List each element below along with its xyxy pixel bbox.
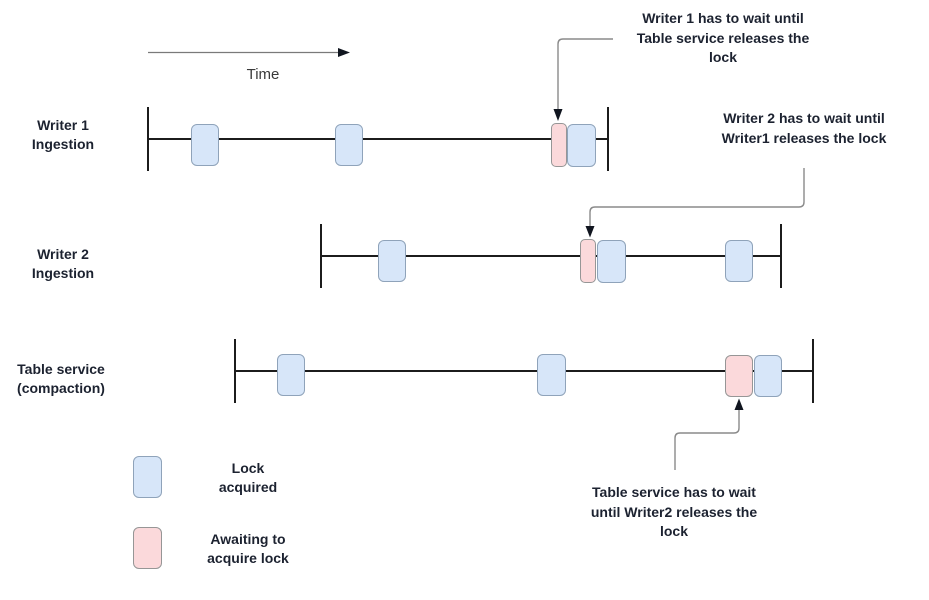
connector-writer2-wait-arrow — [585, 168, 805, 238]
awaiting-lock-block — [551, 123, 567, 167]
time-arrow — [148, 48, 350, 57]
time-axis-label: Time — [246, 66, 280, 83]
timeline-writer2 — [321, 255, 781, 257]
lock-acquired-block — [597, 240, 626, 283]
lock-acquired-block — [754, 355, 782, 397]
legend-label-awaiting-lock: Awaiting to acquire lock — [207, 531, 289, 566]
lock-acquired-block — [277, 354, 305, 396]
timeline-table-service — [235, 370, 812, 372]
legend-label-lock-acquired: Lock acquired — [218, 460, 278, 495]
timeline-table-service-start-tick — [234, 339, 236, 403]
connector-table-service-wait-arrow — [674, 398, 744, 470]
timeline-writer1-end-tick — [607, 107, 609, 171]
lock-acquired-block — [335, 124, 363, 166]
annotation-writer1-wait: Writer 1 has to wait until Table service… — [636, 10, 810, 65]
timeline-writer2-start-tick — [320, 224, 322, 288]
connector-writer1-wait-arrow — [553, 38, 613, 121]
annotation-table-service-wait: Table service has to wait until Writer2 … — [590, 484, 758, 539]
timeline-writer1-start-tick — [147, 107, 149, 171]
lock-acquired-block — [537, 354, 566, 396]
timeline-table-service-end-tick — [812, 339, 814, 403]
lane-label-table-service: Table service (compaction) — [17, 361, 105, 396]
lock-acquired-block — [378, 240, 406, 282]
timeline-writer1 — [148, 138, 608, 140]
lock-acquired-block — [725, 240, 753, 282]
lane-label-writer2: Writer 2 Ingestion — [31, 246, 95, 281]
timeline-writer2-end-tick — [780, 224, 782, 288]
awaiting-lock-block — [580, 239, 596, 283]
lock-acquired-block — [567, 124, 596, 167]
annotation-writer2-wait: Writer 2 has to wait until Writer1 relea… — [721, 110, 887, 146]
lock-acquired-block — [191, 124, 219, 166]
legend-swatch-lock-acquired — [133, 456, 162, 498]
awaiting-lock-block — [725, 355, 753, 397]
lane-label-writer1: Writer 1 Ingestion — [31, 117, 95, 152]
legend-swatch-awaiting-lock — [133, 527, 162, 569]
